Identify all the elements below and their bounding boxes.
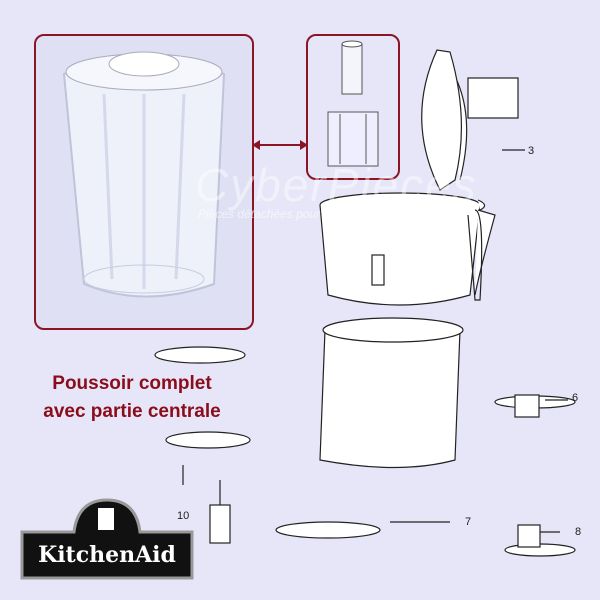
- double-arrow: [252, 140, 308, 150]
- part-number-6: 6: [572, 392, 579, 404]
- kitchenaid-logo-badge: [20, 498, 194, 580]
- caption-line-2: avec partie centrale: [43, 401, 221, 422]
- insert-detail-frame: [306, 34, 400, 180]
- parts-exploded-diagram: [154, 49, 576, 557]
- caption: Poussoir complet avec partie centrale: [14, 370, 250, 426]
- kitchenaid-logo: KitchenAid: [18, 496, 196, 582]
- caption-line-1: Poussoir complet: [52, 373, 212, 394]
- watermark-brand: CyberPieces: [195, 159, 478, 211]
- part-number-10: 10: [177, 510, 190, 522]
- logo-text: KitchenAid: [38, 542, 176, 568]
- stand-mixer-icon: [98, 508, 114, 530]
- watermark-tagline: Pièces détachées pour: [198, 207, 321, 221]
- center-insert-drawing: [327, 40, 379, 167]
- pusher-photo: [62, 51, 226, 298]
- part-number-3: 3: [528, 145, 535, 157]
- part-number-8: 8: [575, 526, 582, 538]
- part-number-7: 7: [465, 516, 472, 528]
